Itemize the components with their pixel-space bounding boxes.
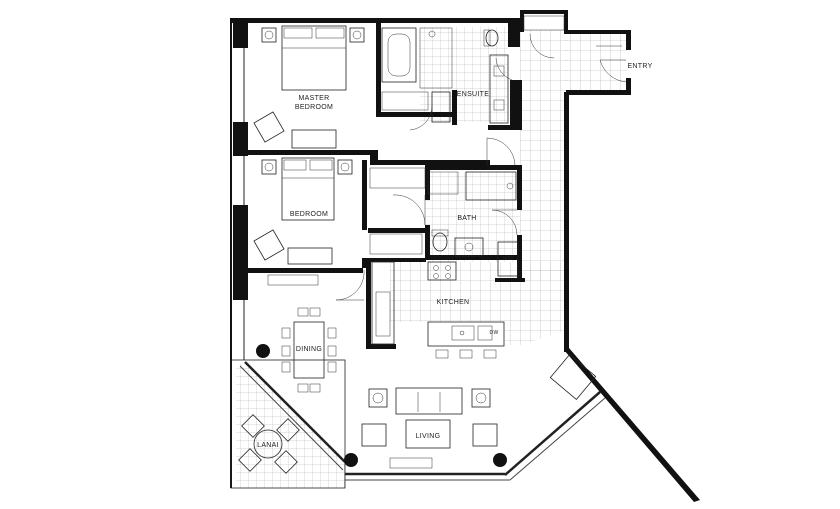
door-swings xyxy=(335,33,627,301)
lanai-set xyxy=(238,414,300,474)
ensuite-fixtures xyxy=(381,27,509,124)
interior-walls xyxy=(248,22,525,349)
dining-set xyxy=(267,274,337,393)
bedroom-chair xyxy=(253,167,426,265)
dining-label: DINING xyxy=(296,346,322,353)
kitchen-fixtures xyxy=(371,261,505,359)
lanai-label: LANAI xyxy=(257,442,279,449)
master-bedroom-label-line2: BEDROOM xyxy=(295,104,333,111)
bedroom-label: BEDROOM xyxy=(290,211,328,218)
kitchen-label: KITCHEN xyxy=(437,299,470,306)
master-bedroom-label-line1: MASTER xyxy=(299,95,330,102)
entry-label: ENTRY xyxy=(627,63,652,70)
wd-label: W/D xyxy=(503,256,514,262)
master-chair xyxy=(253,111,337,149)
bath-fixtures xyxy=(427,171,519,277)
living-furniture xyxy=(361,354,597,469)
entry-features xyxy=(523,15,622,47)
tiled-floor-areas xyxy=(236,27,627,488)
ensuite-label: ENSUITE xyxy=(457,91,489,98)
exterior-walls xyxy=(230,10,700,502)
room-labels: MASTER BEDROOM ENSUITE ENTRY BEDROOM BAT… xyxy=(257,63,652,449)
bath-label: BATH xyxy=(457,215,476,222)
dw-label: DW xyxy=(490,330,499,336)
living-label: LIVING xyxy=(416,433,441,440)
bedroom-bed xyxy=(261,157,353,221)
master-bed xyxy=(261,25,365,91)
